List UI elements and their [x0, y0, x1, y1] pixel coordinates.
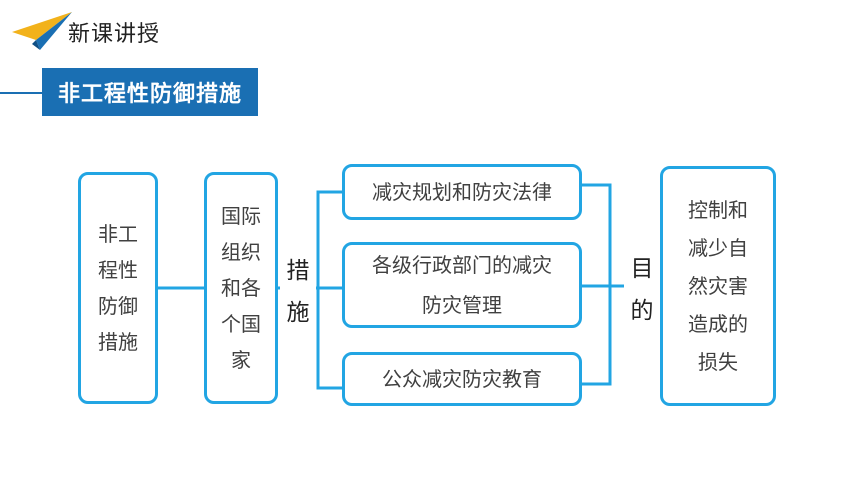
purpose-line: 减少自: [688, 236, 748, 260]
subject-line: 个国: [221, 312, 261, 336]
root-box: 非工 程性 防御 措施: [78, 172, 158, 404]
root-line: 防御: [98, 294, 138, 318]
subject-line: 家: [231, 348, 251, 372]
measure-text: 公众减灾防灾教育: [382, 367, 542, 391]
paper-plane-icon: [12, 12, 72, 50]
header-title: 新课讲授: [68, 22, 161, 47]
measure-text: 减灾规划和防灾法律: [372, 180, 552, 204]
measure-box-2: 各级行政部门的减灾 防灾管理: [342, 242, 582, 328]
purpose-box: 控制和 减少自 然灾害 造成的 损失: [660, 166, 776, 406]
subject-line: 国际: [221, 204, 261, 228]
measures-label-char: 施: [286, 300, 310, 326]
section-rule: [0, 92, 44, 94]
measure-text: 防灾管理: [422, 293, 502, 317]
measure-box-3: 公众减灾防灾教育: [342, 352, 582, 406]
purpose-label-char: 目: [630, 256, 654, 282]
purpose-line: 控制和: [688, 198, 748, 222]
subject-box: 国际 组织 和各 个国 家: [204, 172, 278, 404]
purpose-label: 目 的: [624, 248, 660, 332]
measure-text: 各级行政部门的减灾: [372, 253, 552, 277]
root-line: 措施: [98, 330, 138, 354]
root-line: 非工: [98, 222, 138, 246]
purpose-line: 造成的: [688, 312, 748, 336]
measures-label: 措 施: [280, 250, 316, 334]
section-title: 非工程性防御措施: [42, 68, 258, 116]
measures-label-char: 措: [286, 258, 310, 284]
subject-line: 组织: [221, 240, 261, 264]
root-line: 程性: [98, 258, 138, 282]
measure-box-1: 减灾规划和防灾法律: [342, 164, 582, 220]
purpose-line: 然灾害: [688, 274, 748, 298]
subject-line: 和各: [221, 276, 261, 300]
purpose-line: 损失: [698, 350, 738, 374]
purpose-label-char: 的: [630, 298, 654, 324]
